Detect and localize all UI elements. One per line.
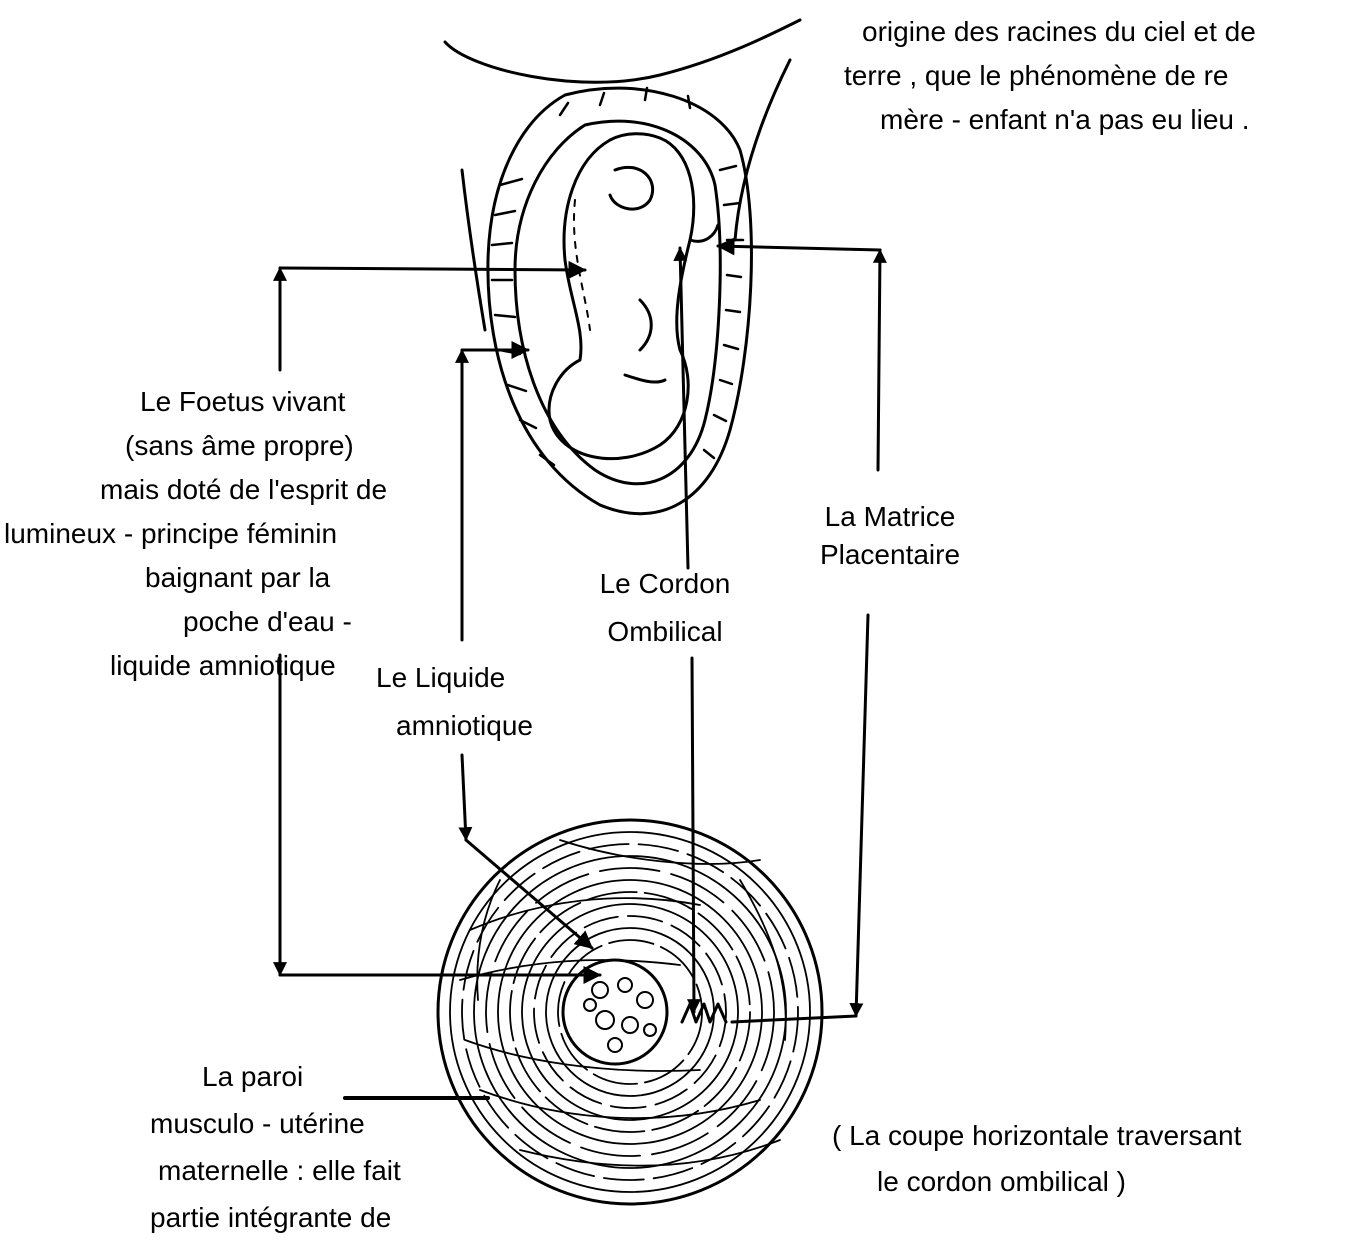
foetus-tail [690,225,718,241]
paroi-line-1: La paroi [140,1053,401,1100]
foetus-line-6: poche d'eau - [0,600,560,644]
liquide-arrow-down [462,755,466,840]
header-caption: origine des racines du ciel et de terre … [862,10,1256,142]
coupe-line-2: le cordon ombilical ) [832,1160,1241,1204]
coupe-caption: ( La coupe horizontale traversant le cor… [832,1114,1241,1204]
foetus-section-detail [584,978,656,1052]
cordon-label: Le Cordon Ombilical [575,562,755,654]
liquide-label: Le Liquide amniotique [376,656,533,748]
header-line-1: origine des racines du ciel et de [862,10,1256,54]
cordon-line-2: Ombilical [575,610,755,654]
uterus-left-wall [462,170,485,330]
uterine-wall-fibres [450,832,810,1192]
paroi-label: La paroi musculo - utérine maternelle : … [140,1053,401,1241]
matrice-line-1: La Matrice [790,498,990,536]
foetus-outline [549,134,694,459]
matrice-arrow-left [718,246,880,250]
liquide-line-2: amniotique [376,704,533,748]
foetus-limb-1 [640,300,651,350]
matrice-arrow-down [856,615,868,1016]
foetus-line-1: Le Foetus vivant [0,380,560,424]
cordon-arrow-down [692,658,694,1012]
cross-section-sketch [438,820,822,1204]
foetus-label: Le Foetus vivant (sans âme propre) mais … [0,380,560,688]
uterus-right-wall [735,60,790,240]
umbilical-cord-section [682,1004,726,1022]
foetus-line-5: baignant par la [0,556,560,600]
paroi-line-4: partie intégrante de [140,1194,401,1241]
foetus-limb-2 [625,375,665,382]
liquide-line-1: Le Liquide [376,656,533,700]
foetus-arrow-right [280,268,585,270]
header-line-2: terre , que le phénomène de re [844,54,1248,98]
matrice-arrow-up [878,250,880,470]
paroi-line-3: maternelle : elle fait [140,1147,401,1194]
uterus-top-curve [445,20,800,82]
header-line-3: mère - enfant n'a pas eu lieu . [880,98,1274,142]
cordon-line-1: Le Cordon [575,562,755,606]
matrice-line-2: Placentaire [790,536,990,574]
foetus-line-2: (sans âme propre) [0,424,560,468]
foetus-line-4: lumineux - principe féminin [0,512,560,556]
liquide-arrow-section [466,840,592,948]
coupe-line-1: ( La coupe horizontale traversant [832,1114,1241,1158]
foetus-line-3: mais doté de l'esprit de [0,468,560,512]
matrice-label: La Matrice Placentaire [790,498,990,574]
paroi-line-2: musculo - utérine [140,1100,401,1147]
foetus-head-detail [610,167,653,209]
